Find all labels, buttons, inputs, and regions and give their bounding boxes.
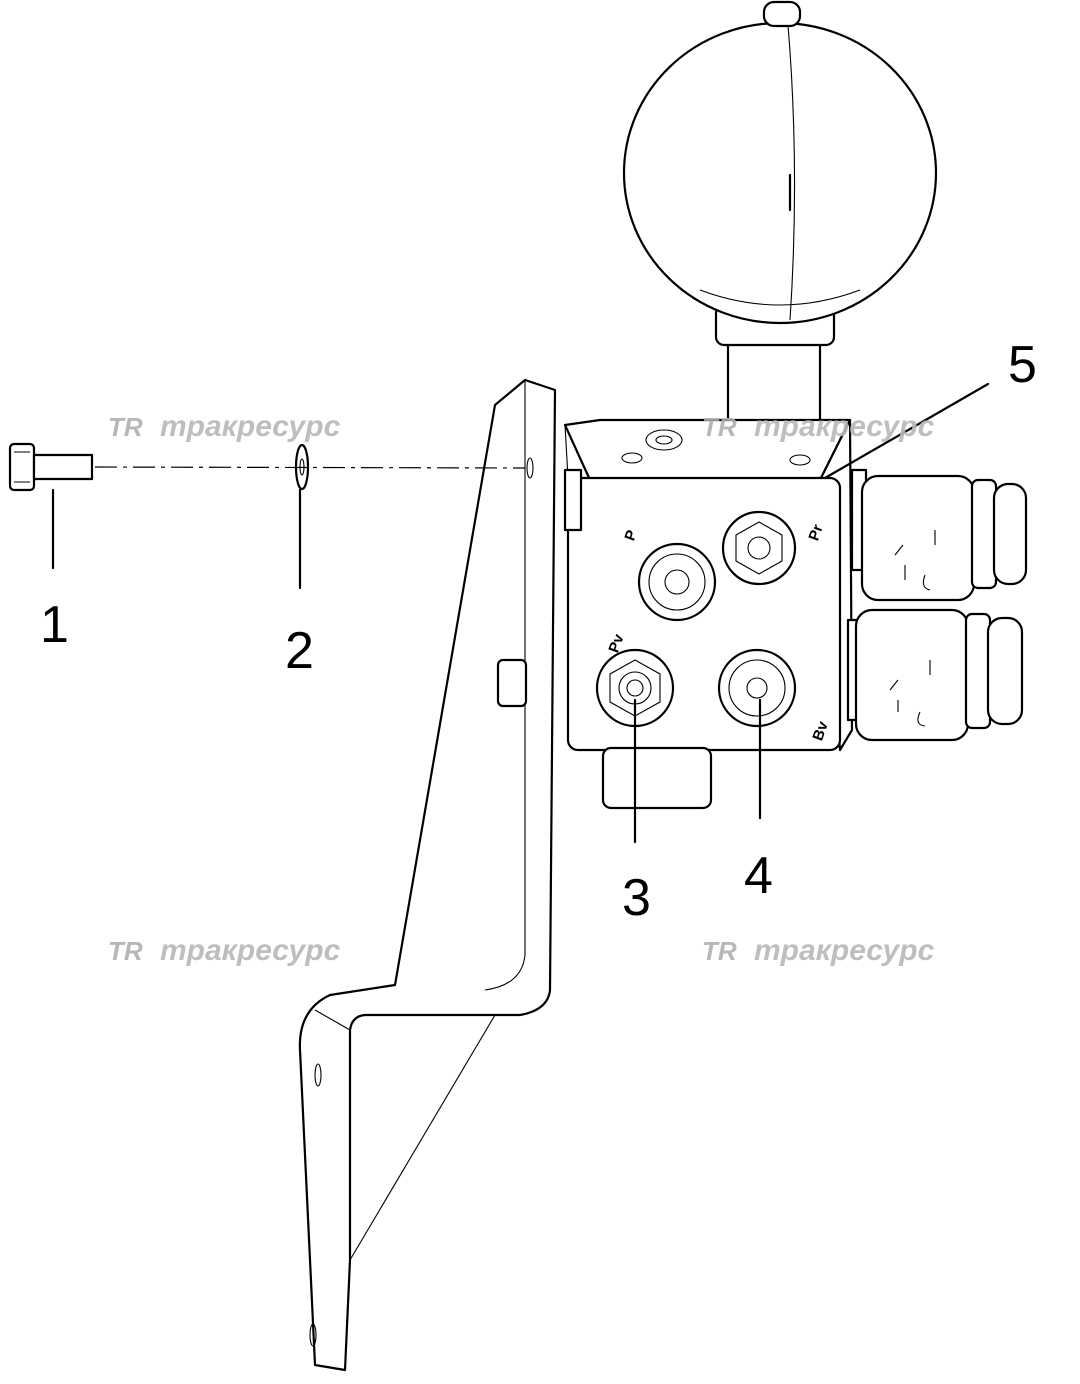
callout-5: 5 bbox=[1008, 336, 1037, 394]
valve-block bbox=[563, 418, 854, 810]
port-label-pv: Pv bbox=[605, 631, 627, 655]
solenoid-upper bbox=[850, 468, 1028, 602]
port-bv-fitting bbox=[717, 648, 797, 728]
watermark-bottom-left: TR тракресурс bbox=[108, 934, 341, 967]
watermark-text: тракресурс bbox=[160, 410, 341, 443]
port-pt-fitting bbox=[721, 510, 797, 586]
callout-4: 4 bbox=[744, 847, 773, 905]
watermark-text: тракресурс bbox=[160, 934, 341, 967]
solenoid-lower bbox=[846, 608, 1024, 742]
watermark-logo: TR bbox=[108, 936, 143, 966]
leader-line-5 bbox=[823, 382, 990, 480]
port-p-fitting bbox=[637, 542, 717, 622]
watermark-text: тракресурс bbox=[754, 934, 935, 967]
watermark-text: тракресурс bbox=[754, 410, 935, 443]
port-label-pt: Pr bbox=[805, 522, 826, 543]
watermark-top-right: TR тракресурс bbox=[702, 410, 935, 443]
mounting-bracket bbox=[298, 378, 557, 1372]
watermark-logo: TR bbox=[108, 412, 143, 442]
watermark-logo: TR bbox=[702, 412, 737, 442]
port-label-bv: Bv bbox=[809, 719, 832, 743]
callout-2: 2 bbox=[285, 622, 314, 680]
control-knob bbox=[622, 0, 938, 452]
watermark-top-left: TR тракресурс bbox=[108, 410, 341, 443]
bolt bbox=[8, 442, 94, 492]
watermark-bottom-right: TR тракресурс bbox=[702, 934, 935, 967]
watermark-logo: TR bbox=[702, 936, 737, 966]
callout-1: 1 bbox=[40, 596, 69, 654]
assembly-axis-line bbox=[94, 466, 526, 469]
callout-3: 3 bbox=[622, 869, 651, 927]
